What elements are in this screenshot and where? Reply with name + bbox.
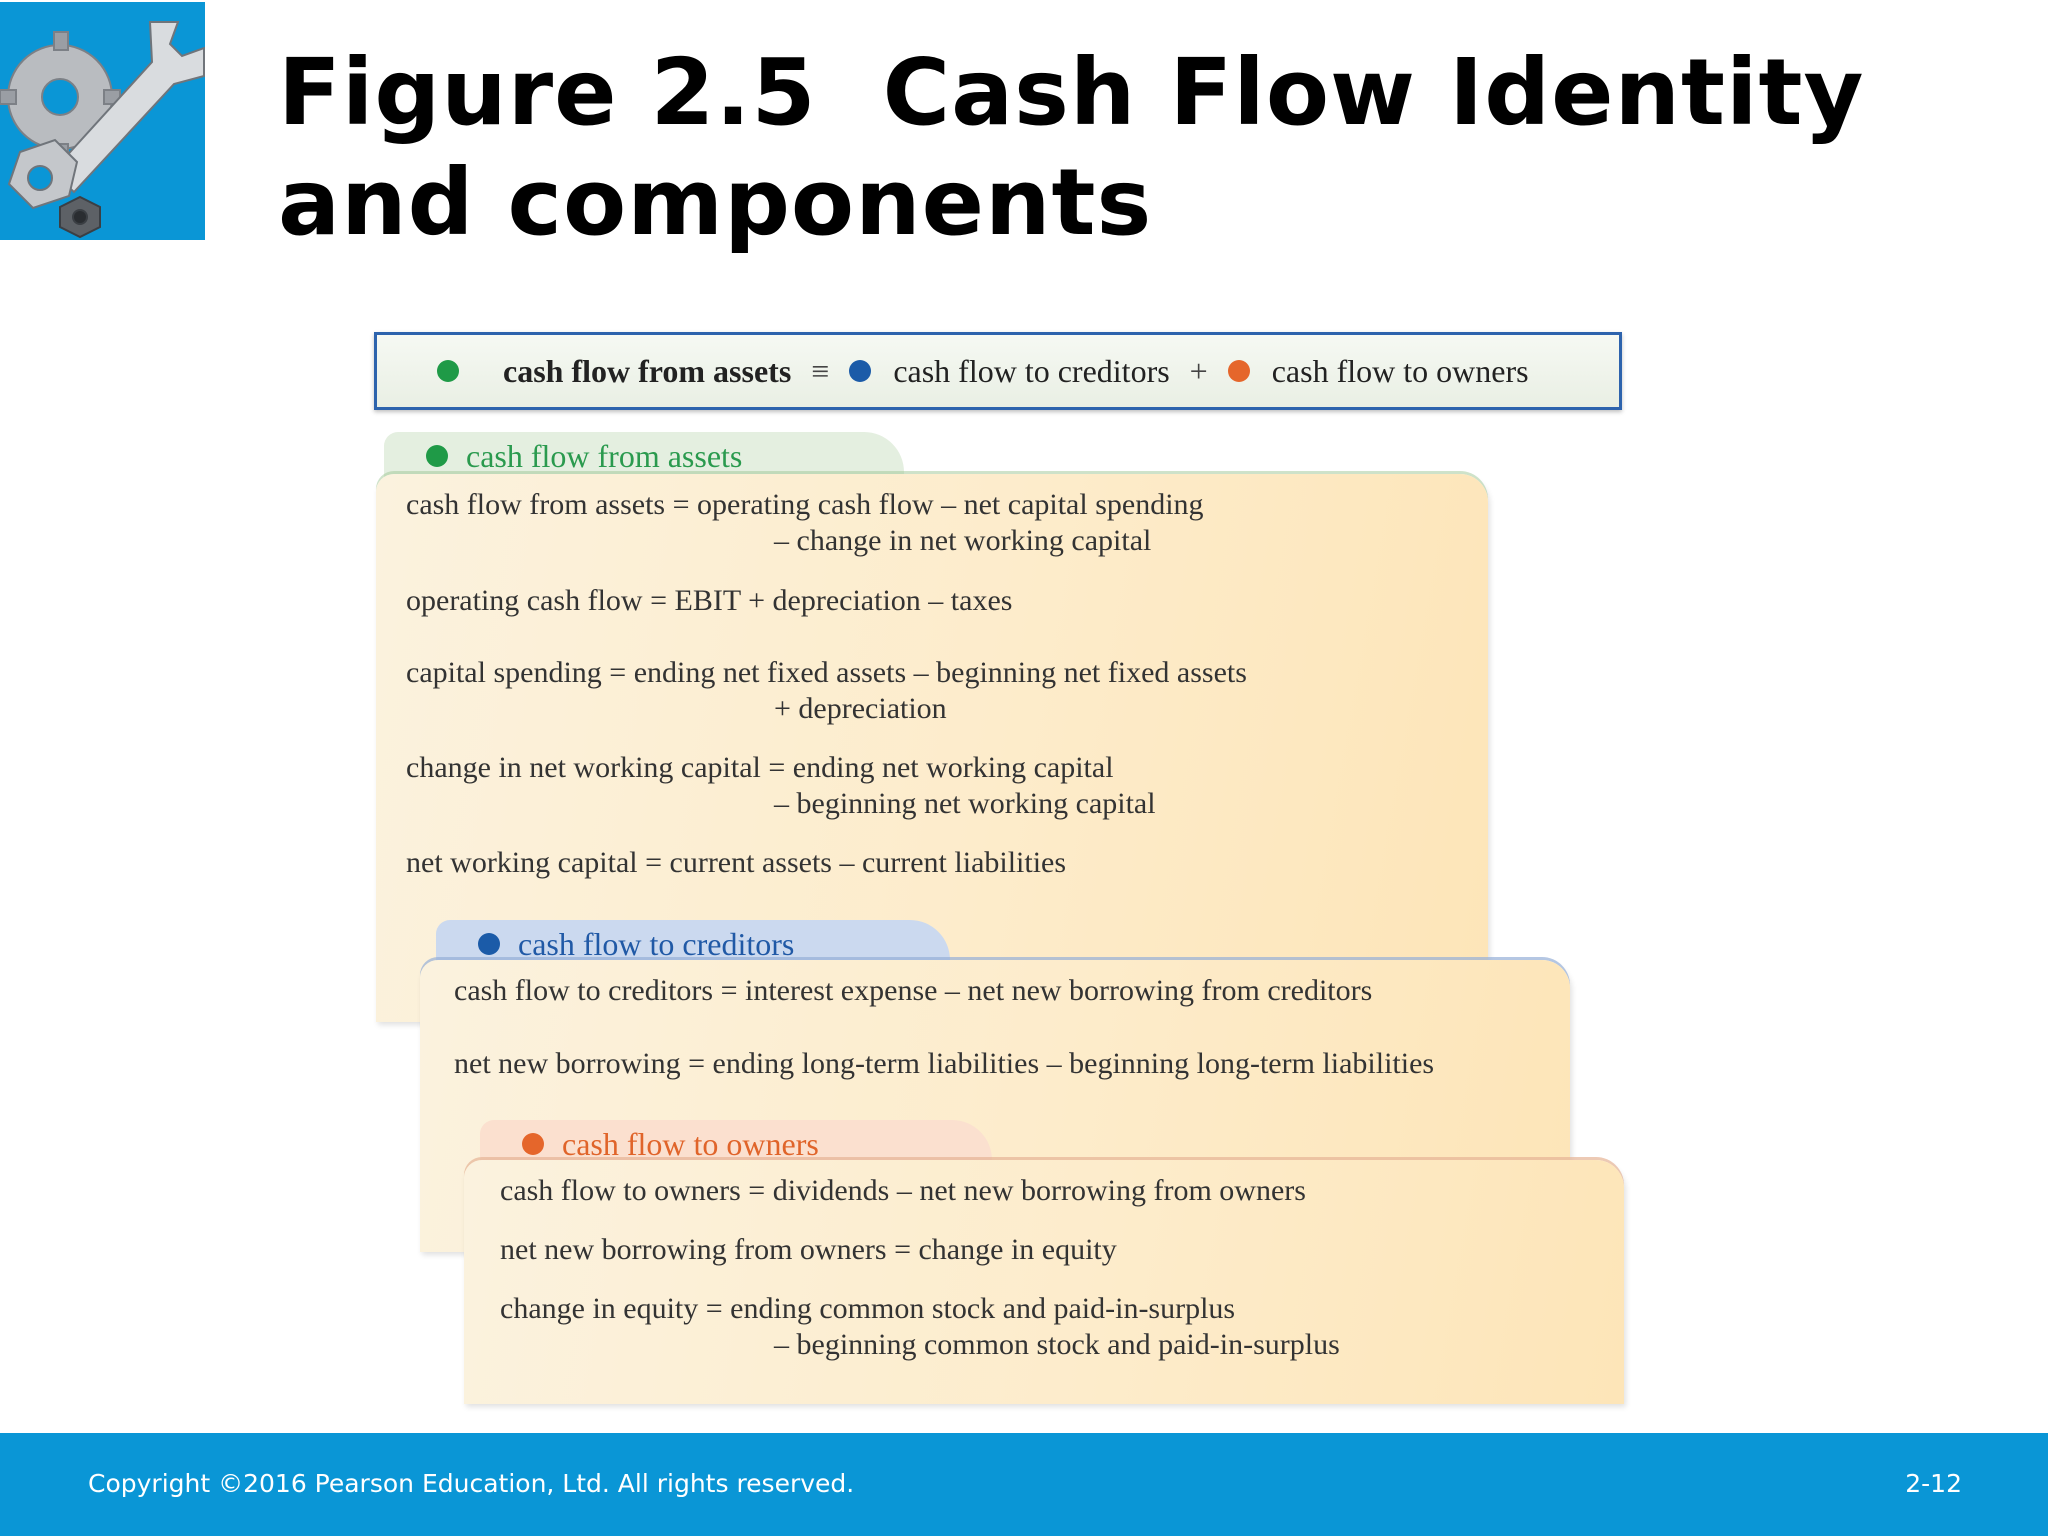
footer-bar: Copyright ©2016 Pearson Education, Ltd. … xyxy=(0,1433,2048,1536)
copyright-text: Copyright ©2016 Pearson Education, Ltd. … xyxy=(88,1469,855,1498)
equation: cash flow to creditors = interest expens… xyxy=(454,974,1373,1007)
tab-label: cash flow to owners xyxy=(562,1125,819,1162)
equation-continuation: – change in net working capital xyxy=(774,524,1152,557)
equation: cash flow from assets = operating cash f… xyxy=(406,488,1204,521)
equation-continuation: – beginning common stock and paid-in-sur… xyxy=(774,1328,1340,1361)
equation: net new borrowing = ending long-term lia… xyxy=(454,1047,1435,1080)
equation: net working capital = current assets – c… xyxy=(406,846,1067,879)
equation: net new borrowing from owners = change i… xyxy=(500,1233,1117,1266)
tab-cash-flow-from-assets: cash flow from assets xyxy=(384,432,904,480)
page-title: Figure 2.5 Cash Flow Identity and compon… xyxy=(278,38,1998,258)
title-line-2: and components xyxy=(278,149,1153,256)
tab-label: cash flow from assets xyxy=(466,437,743,474)
title-line-1: Figure 2.5 Cash Flow Identity xyxy=(278,39,1865,146)
wrench-gear-icon xyxy=(0,2,205,240)
identity-owners: cash flow to owners xyxy=(1271,352,1529,389)
equation: change in net working capital = ending n… xyxy=(406,751,1114,784)
equation: change in equity = ending common stock a… xyxy=(500,1292,1236,1325)
equation-continuation: + depreciation xyxy=(774,692,947,725)
cash-flow-identity-bar: cash flow from assets ≡ cash flow to cre… xyxy=(374,332,1622,410)
equation: capital spending = ending net fixed asse… xyxy=(406,656,1247,689)
identity-plus: + xyxy=(1189,352,1208,389)
green-dot-icon xyxy=(437,360,459,382)
orange-dot-icon xyxy=(522,1133,544,1155)
identity-creditors: cash flow to creditors xyxy=(893,352,1170,389)
equation: cash flow to owners = dividends – net ne… xyxy=(500,1174,1306,1207)
equation: operating cash flow = EBIT + depreciatio… xyxy=(406,584,1013,617)
tab-label: cash flow to creditors xyxy=(518,925,795,962)
page-number: 2-12 xyxy=(1905,1469,1962,1498)
identity-assets: cash flow from assets xyxy=(503,352,792,389)
blue-dot-icon xyxy=(478,933,500,955)
green-dot-icon xyxy=(426,445,448,467)
identity-equals: ≡ xyxy=(811,352,830,389)
owners-panel: cash flow to owners = dividends – net ne… xyxy=(464,1160,1624,1404)
orange-dot-icon xyxy=(1227,360,1250,382)
blue-dot-icon xyxy=(849,360,872,382)
equation-continuation: – beginning net working capital xyxy=(774,787,1156,820)
